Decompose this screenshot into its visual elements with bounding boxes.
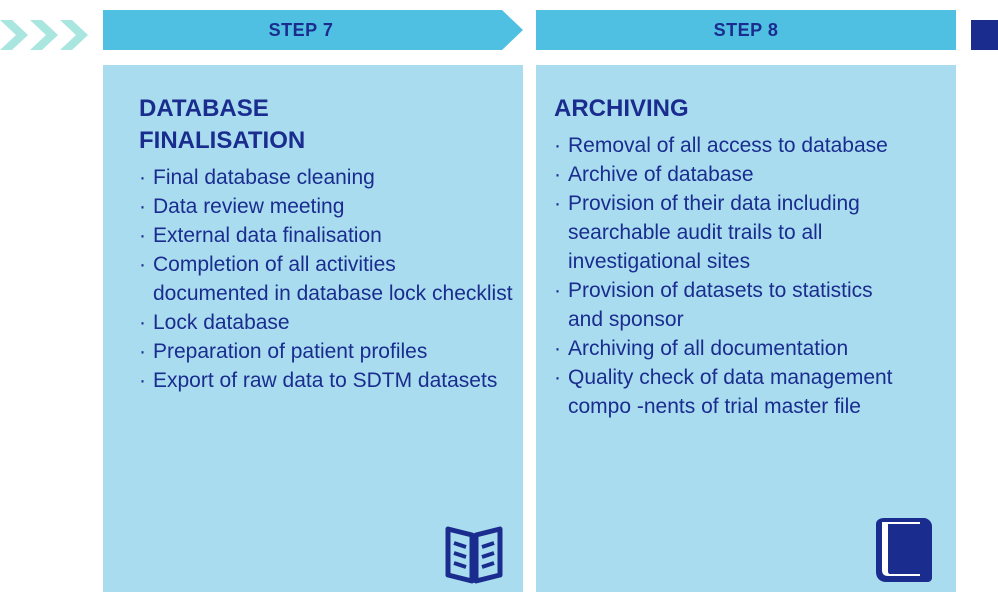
list-item: ·Removal of all access to database	[554, 134, 888, 157]
next-step-edge	[971, 20, 998, 50]
list-item: ·Lock database	[139, 311, 290, 334]
list-item: ·Archive of database	[554, 163, 754, 186]
open-book-icon	[445, 526, 503, 584]
list-item: ·Export of raw data to SDTM datasets	[139, 369, 498, 392]
step-8-panel: ARCHIVING ·Removal of all access to data…	[536, 65, 956, 592]
closed-book-icon	[876, 518, 932, 582]
step-7-list: ·Final database cleaning ·Data review me…	[139, 163, 523, 395]
list-item: ·Completion of all activities documented…	[139, 253, 513, 305]
list-item: ·External data finalisation	[139, 224, 382, 247]
step-8-list: ·Removal of all access to database ·Arch…	[554, 131, 956, 421]
step-8-banner: STEP 8	[536, 10, 956, 50]
step-7-label: STEP 7	[268, 19, 334, 40]
step-8-title: ARCHIVING	[554, 95, 689, 122]
chevron-arrows-icon	[0, 20, 88, 50]
list-item: ·Final database cleaning	[139, 166, 375, 189]
list-item: ·Quality check of data management compo …	[554, 366, 893, 418]
step-7-banner: STEP 7	[103, 10, 523, 50]
step-7-title: DATABASE FINALISATION	[139, 95, 306, 154]
step-8-label: STEP 8	[713, 19, 779, 40]
list-item: ·Data review meeting	[139, 195, 345, 218]
list-item: ·Provision of their data including searc…	[554, 192, 860, 273]
step-7-panel: DATABASE FINALISATION ·Final database cl…	[103, 65, 523, 592]
list-item: ·Provision of datasets to statistics and…	[554, 279, 873, 331]
list-item: ·Preparation of patient profiles	[139, 340, 428, 363]
list-item: ·Archiving of all documentation	[554, 337, 849, 360]
